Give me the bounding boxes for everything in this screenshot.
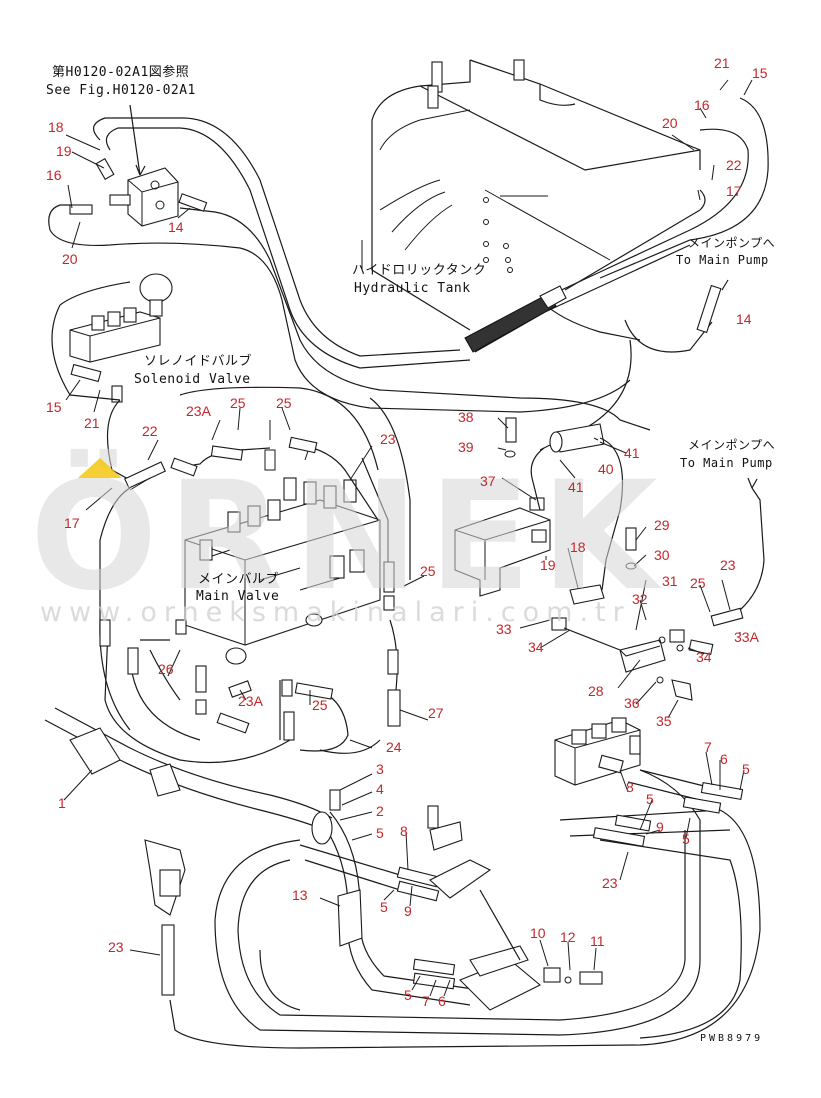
part-label: 13 (292, 887, 308, 903)
part-label: 25 (312, 697, 328, 713)
part-label: 23 (380, 431, 396, 447)
part-label: 31 (662, 573, 678, 589)
main-pump-label-2-en: To Main Pump (680, 456, 773, 470)
watermark-brand: ÖRNEK (30, 450, 668, 624)
part-label: 27 (428, 705, 444, 721)
part-label: 39 (458, 439, 474, 455)
part-label: 14 (736, 311, 752, 327)
upper-hoses (48, 97, 769, 451)
part-label: 19 (56, 143, 72, 159)
part-label: 23A (238, 693, 263, 709)
watermark-accent (78, 458, 122, 478)
part-label: 20 (662, 115, 678, 131)
watermark-url: www.orneksmakinalari.com.tr (40, 597, 631, 628)
control-valve-lower (554, 717, 744, 847)
reference-note-jp: 第H0120-02A1図参照 (52, 65, 190, 80)
part-label: 34 (696, 649, 712, 665)
part-label: 16 (694, 97, 710, 113)
part-label: 41 (624, 445, 640, 461)
part-label: 26 (158, 661, 174, 677)
part-label: 35 (656, 713, 672, 729)
part-label: 37 (480, 473, 496, 489)
part-label: 5 (742, 761, 750, 777)
main-pump-label-1-en: To Main Pump (676, 253, 769, 267)
part-label: 33A (734, 629, 759, 645)
part-label: 17 (64, 515, 80, 531)
part-label: 8 (626, 779, 634, 795)
part-label: 25 (420, 563, 436, 579)
solenoid-valve-label-jp: ソレノイドバルブ (144, 354, 253, 369)
part-label: 23A (186, 403, 211, 419)
part-label: 25 (276, 395, 292, 411)
bracket-assembly (454, 279, 765, 701)
part-label: 23 (108, 939, 124, 955)
part-label: 15 (752, 65, 768, 81)
part-label: 6 (720, 751, 728, 767)
part-label: 5 (380, 899, 388, 915)
part-label: 23 (602, 875, 618, 891)
part-label: 21 (714, 55, 730, 71)
part-label: 40 (598, 461, 614, 477)
part-label: 33 (496, 621, 512, 637)
leader-lines (63, 79, 753, 997)
part-label: 38 (458, 409, 474, 425)
part-label: 21 (84, 415, 100, 431)
part-label: 9 (656, 819, 664, 835)
part-label: 24 (386, 739, 402, 755)
solenoid-valve-label-en: Solenoid Valve (134, 372, 251, 387)
part-label: 16 (46, 167, 62, 183)
hydraulic-tank-label-en: Hydraulic Tank (354, 281, 471, 296)
part-label: 41 (568, 479, 584, 495)
part-label: 14 (168, 219, 184, 235)
part-label: 25 (230, 395, 246, 411)
main-valve-label-jp: メインバルブ (198, 572, 280, 587)
part-label: 7 (422, 993, 430, 1009)
hydraulic-tank-label-jp: ハイドロリックタンク (352, 263, 487, 278)
drawing-code: PWB8979 (700, 1033, 764, 1044)
part-label: 12 (560, 929, 576, 945)
reference-note-en: See Fig.H0120-02A1 (46, 83, 196, 98)
part-label: 1 (58, 795, 66, 811)
part-label: 7 (704, 739, 712, 755)
main-valve-label-en: Main Valve (196, 589, 280, 604)
part-label: 17 (726, 183, 742, 199)
part-label: 23 (720, 557, 736, 573)
part-label: 4 (376, 781, 384, 797)
lower-pipes (44, 707, 761, 1049)
part-label: 3 (376, 761, 384, 777)
main-pump-label-1-jp: メインポンプへ (688, 236, 776, 250)
part-label: 8 (400, 823, 408, 839)
part-label: 36 (624, 695, 640, 711)
part-label: 5 (376, 825, 384, 841)
solenoid-valve (51, 273, 173, 403)
main-pump-label-2-jp: メインポンプへ (688, 438, 776, 452)
part-label: 30 (654, 547, 670, 563)
part-label: 2 (376, 803, 384, 819)
hydraulic-tank (361, 59, 701, 331)
part-label: 19 (540, 557, 556, 573)
part-label: 29 (654, 517, 670, 533)
part-label: 28 (588, 683, 604, 699)
main-valve-hoses (99, 386, 411, 764)
part-label: 20 (62, 251, 78, 267)
part-label: 18 (48, 119, 64, 135)
pilot-valve-upper (69, 104, 208, 227)
part-label: 6 (438, 993, 446, 1009)
part-label: 11 (590, 933, 605, 949)
main-valve (175, 420, 381, 665)
part-label: 22 (142, 423, 158, 439)
part-label: 32 (632, 591, 648, 607)
part-label: 15 (46, 399, 62, 415)
part-label: 34 (528, 639, 544, 655)
part-label: 22 (726, 157, 742, 173)
part-label: 5 (404, 987, 412, 1003)
part-label: 10 (530, 925, 546, 941)
part-label: 18 (570, 539, 586, 555)
part-label: 9 (404, 903, 412, 919)
part-label: 25 (690, 575, 706, 591)
part-label: 5 (682, 831, 690, 847)
part-label: 5 (646, 791, 654, 807)
